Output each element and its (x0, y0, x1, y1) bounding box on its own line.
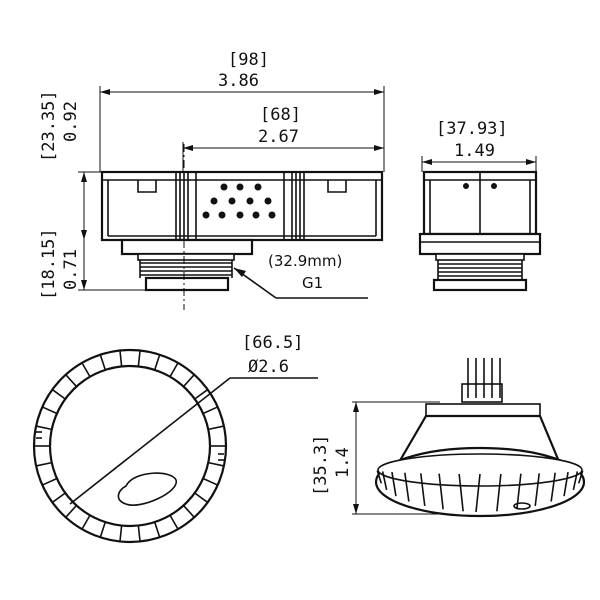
outer-ring (32, 348, 228, 544)
base-fin (376, 470, 383, 484)
thread-spec-note: G1 (302, 274, 323, 292)
plan-view (32, 348, 318, 544)
ring-tooth (35, 425, 52, 431)
iso-view (352, 358, 586, 518)
front-view (78, 86, 385, 310)
base-fin (391, 471, 397, 497)
ring-tooth (153, 354, 161, 371)
oval-slot (117, 472, 177, 506)
ring-tooth (65, 504, 78, 518)
overall-length-mm: [98] (228, 50, 269, 70)
ring-tooth (153, 521, 161, 538)
ring-tooth (202, 406, 219, 415)
ring-tooth (137, 350, 141, 367)
ring-tooth (208, 425, 225, 431)
iso-height-in: 1.4 (333, 447, 353, 478)
ring-tooth (51, 492, 66, 504)
ring-tooth (41, 477, 58, 486)
inner-length-mm: [68] (260, 105, 301, 125)
base-fin (577, 470, 584, 484)
side-view (418, 156, 542, 292)
connector-pins (461, 358, 503, 403)
base-fin (381, 471, 388, 491)
ring-tooth (182, 504, 195, 518)
ring-tooth (137, 525, 141, 542)
clip-left (137, 180, 157, 193)
height-in: 0.92 (61, 101, 81, 142)
ring-tooth (41, 406, 58, 415)
nut (120, 238, 254, 256)
thread-height-mm: [18.15] (39, 228, 59, 300)
ring-tooth (194, 492, 209, 504)
base-fin (438, 473, 444, 510)
base-fin (404, 472, 410, 502)
ring-tooth (81, 362, 91, 378)
side-width-in: 1.49 (454, 141, 495, 161)
side-nut (418, 232, 542, 256)
ring-tooth (65, 374, 78, 388)
ring-tooth (119, 350, 123, 367)
inner-length-in: 2.67 (258, 127, 299, 147)
diameter-mm: [66.5] (242, 333, 303, 353)
sensor-holes (202, 183, 276, 219)
diameter-in: Ø2.6 (248, 357, 289, 377)
base-fin (496, 473, 502, 512)
base-fin (572, 471, 579, 491)
side-width-mm: [37.93] (436, 119, 508, 139)
ring-tooth (119, 525, 123, 542)
base-fin (419, 473, 426, 507)
base-fin (534, 473, 541, 507)
ribs-right (283, 172, 305, 240)
ring-tooth (81, 514, 91, 530)
ring-tooth (51, 388, 66, 400)
base-fin (550, 472, 556, 502)
ring-tooth (169, 514, 179, 530)
thread-height-in: 0.71 (61, 249, 81, 290)
ring-tooth (99, 521, 107, 538)
overall-length-in: 3.86 (218, 71, 259, 91)
base-fin (475, 473, 481, 513)
ring-tooth (99, 354, 107, 371)
housing-body (100, 170, 384, 242)
clip-right (327, 180, 347, 193)
thread-size-note: (32.9mm) (268, 252, 342, 270)
base-fin (563, 471, 569, 497)
base-fin (458, 473, 464, 512)
ring-tooth (35, 461, 52, 467)
thread-tip (144, 276, 230, 292)
ring-tooth (194, 388, 209, 400)
ring-teeth (34, 350, 226, 542)
ring-tooth (208, 461, 225, 467)
ring-tooth (202, 477, 219, 486)
ring-tooth (169, 362, 179, 378)
height-mm: [23.35] (39, 90, 59, 162)
thread (139, 260, 233, 278)
ring-tooth (182, 374, 195, 388)
iso-height-mm: [35.3] (311, 435, 331, 496)
